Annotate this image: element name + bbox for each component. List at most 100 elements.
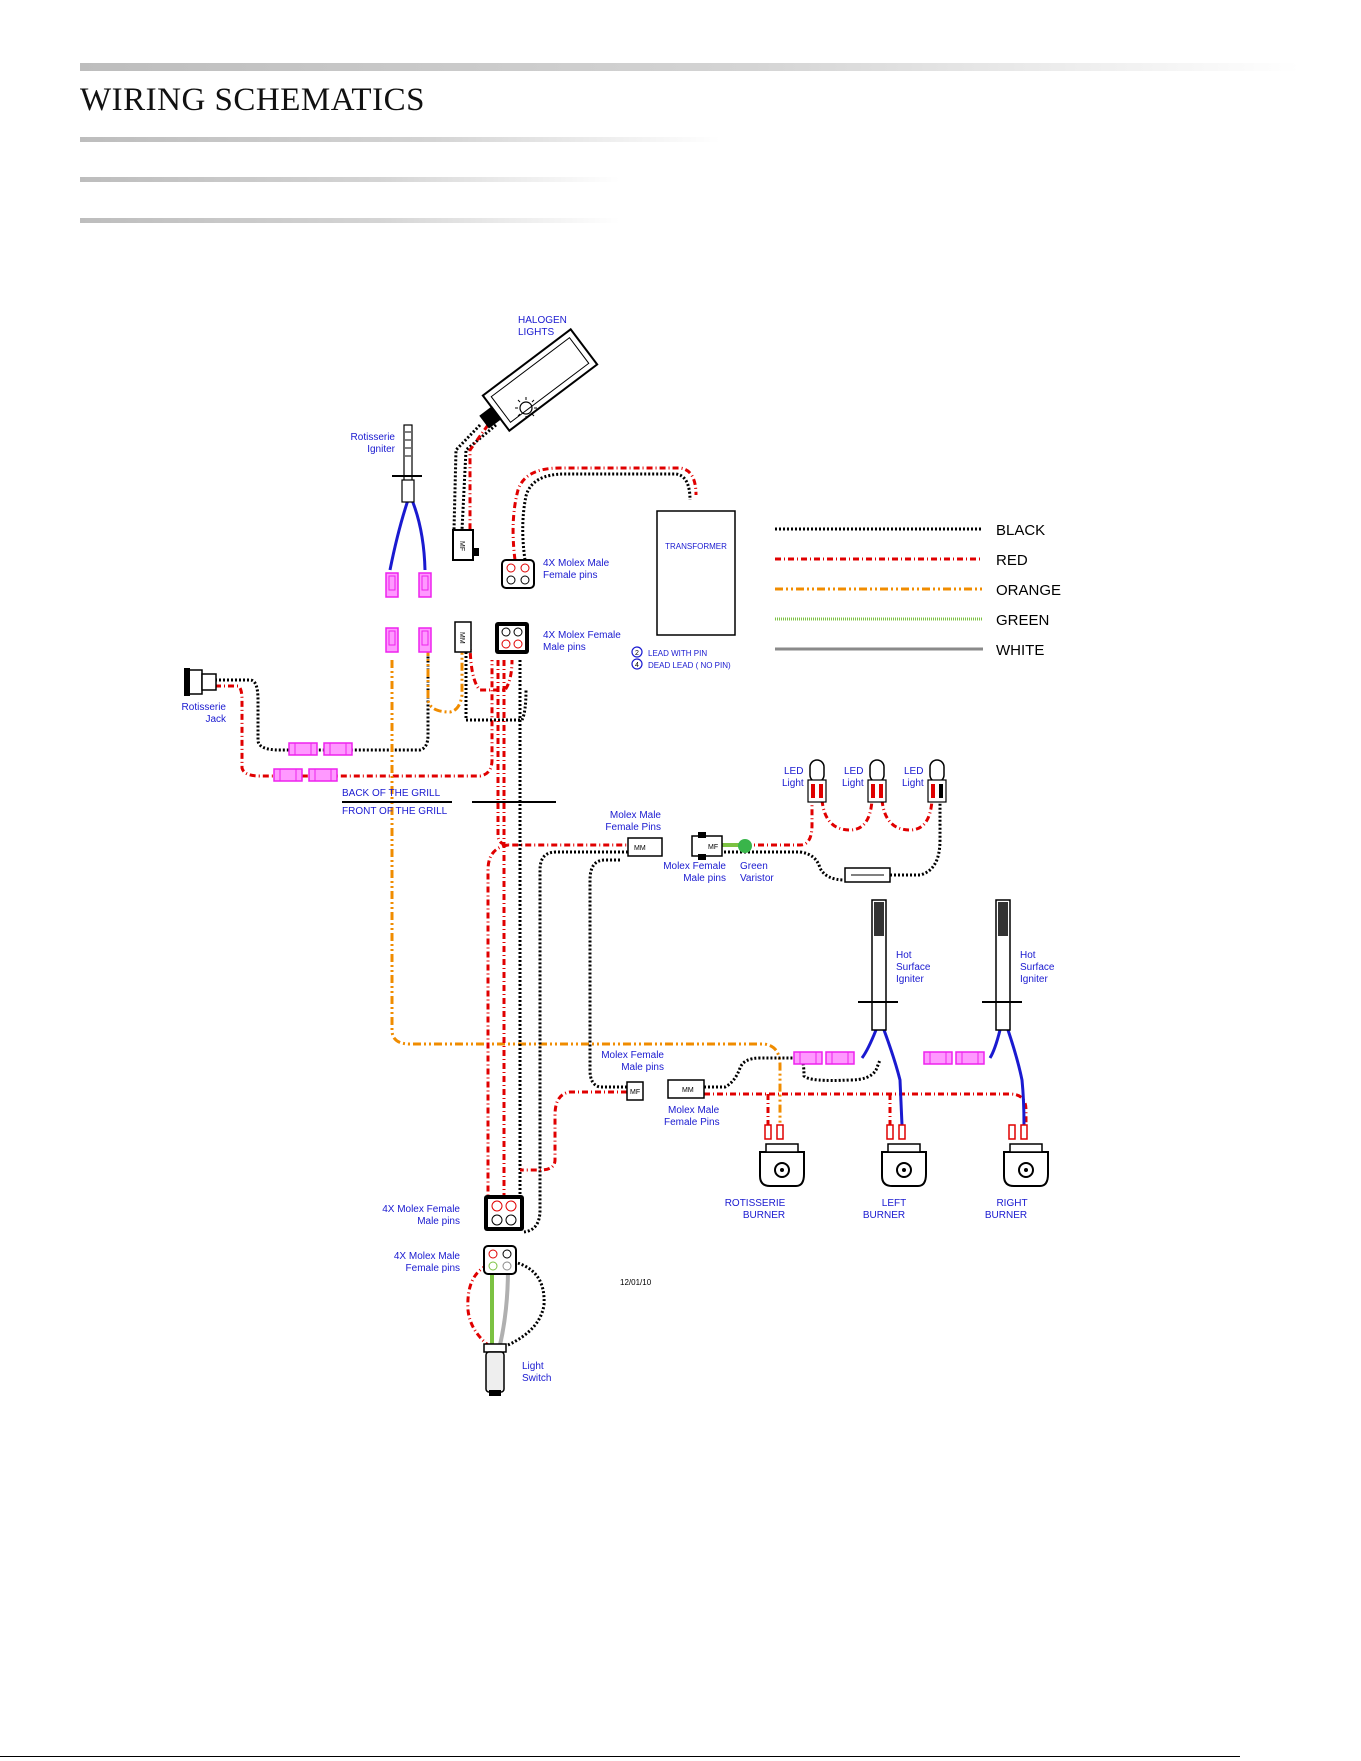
legend-label: ORANGE: [996, 582, 1061, 599]
blue-wire: [410, 499, 427, 571]
red-wire: [511, 466, 698, 561]
molex-4x-female-top: [495, 622, 529, 654]
rotisserie-burner: [759, 1143, 805, 1187]
wires: [215, 423, 1028, 1347]
blue-wire: [1006, 1029, 1026, 1126]
label-molex-female-mp: Molex Female: [663, 861, 726, 872]
valve-pins: [764, 1124, 1028, 1140]
label-hot-surface-igniter: Igniter: [896, 974, 924, 985]
white-wire: [498, 1267, 510, 1346]
spade-connector: [288, 742, 318, 756]
red-wire: [732, 800, 814, 847]
led-light: [867, 759, 887, 803]
connector-tag: MF: [630, 1089, 640, 1096]
rotisserie-igniter: [392, 424, 422, 503]
label-molex-female-bottom: Male pins: [417, 1216, 460, 1227]
green-varistor: [738, 839, 752, 853]
halogen-mf-plug: [452, 529, 479, 561]
spade-connector: [273, 768, 303, 782]
label-green-varistor: Green: [740, 861, 768, 872]
transformer: [656, 510, 736, 636]
black-wire: [523, 850, 628, 1234]
label-transformer: TRANSFORMER: [665, 542, 727, 551]
connector-tag: MF: [458, 541, 465, 551]
header-rule-top: [80, 63, 1300, 71]
label-molex-female-top: Male pins: [543, 642, 586, 653]
red-wire: [704, 1092, 1028, 1125]
rotisserie-jack: [184, 668, 217, 696]
label-date: 12/01/10: [620, 1278, 652, 1287]
connector-tag: MF: [708, 844, 718, 851]
red-wire: [215, 660, 494, 778]
sun-icon: [515, 397, 537, 419]
header-rule: [80, 177, 620, 182]
label-molex-female-mp: Male pins: [683, 873, 726, 884]
black-wire: [692, 850, 846, 882]
spade-connector: [418, 627, 432, 653]
spade-connector: [385, 572, 399, 598]
legend-label: BLACK: [996, 522, 1045, 539]
label-dead-lead: DEAD LEAD ( NO PIN): [648, 661, 731, 670]
spade-connector: [923, 1051, 953, 1065]
spade-connector: [793, 1051, 823, 1065]
spade-connector: [323, 742, 353, 756]
page-title: WIRING SCHEMATICS: [80, 82, 425, 118]
label-green-varistor: Varistor: [740, 873, 774, 884]
label-halogen: HALOGEN: [518, 315, 567, 326]
label-molex-male-bottom: 4X Molex Male: [394, 1251, 461, 1262]
mf-connector-center: [691, 832, 723, 860]
red-wire: [520, 1090, 627, 1172]
label-left-burner: BURNER: [863, 1210, 905, 1221]
label-molex-male-fp: Female Pins: [605, 822, 661, 833]
label-led: LED: [784, 766, 803, 777]
right-burner: [1003, 1143, 1049, 1187]
header-rule: [80, 218, 620, 223]
label-hot-surface-igniter: Surface: [1020, 962, 1055, 973]
pin-marker: [631, 658, 643, 670]
label-halogen: LIGHTS: [518, 327, 554, 338]
black-wire: [521, 472, 692, 561]
blue-wire: [882, 1029, 904, 1126]
led-light: [807, 759, 827, 803]
red-wire: [880, 799, 934, 832]
connector-tag: MM: [682, 1087, 694, 1094]
blue-wire: [988, 1029, 1002, 1059]
spade-connector: [955, 1051, 985, 1065]
spade-connector: [825, 1051, 855, 1065]
spade-connector: [385, 627, 399, 653]
orange-wire: [426, 640, 464, 714]
label-lead-with-pin: LEAD WITH PIN: [648, 649, 707, 658]
legend-label: WHITE: [996, 642, 1044, 659]
red-wire: [496, 660, 628, 847]
legend-label: RED: [996, 552, 1028, 569]
diagram-labels: HALOGEN LIGHTS Rotisserie Igniter 4X Mol…: [182, 315, 1061, 1384]
label-front-of-grill: FRONT OF THE GRILL: [342, 806, 448, 817]
label-molex-female-mid: Molex Female: [601, 1050, 664, 1061]
header-rule: [80, 137, 720, 142]
red-wire: [486, 843, 509, 1195]
red-wire: [820, 799, 874, 832]
label-left-burner: LEFT: [882, 1198, 906, 1209]
molex-4x-male-bottom: [483, 1245, 517, 1275]
label-molex-female-bottom: 4X Molex Female: [382, 1204, 460, 1215]
molex-4x-male-top: [501, 559, 535, 589]
pin-number: 4: [635, 662, 639, 669]
orange-wire: [390, 660, 782, 1125]
mm-connector-center: [627, 837, 663, 857]
connector-tag: MM: [458, 632, 465, 644]
hot-surface-igniter-right: [982, 899, 1022, 1031]
black-wire: [460, 423, 497, 531]
label-led: Light: [902, 778, 924, 789]
legend-label: GREEN: [996, 612, 1049, 629]
mm-connector-mid: [667, 1079, 705, 1099]
label-led: Light: [782, 778, 804, 789]
label-light-switch: Switch: [522, 1373, 551, 1384]
black-wire: [452, 423, 482, 531]
label-led: Light: [842, 778, 864, 789]
label-right-burner: BURNER: [985, 1210, 1027, 1221]
black-wire: [704, 1056, 882, 1089]
black-wire: [588, 858, 627, 1089]
molex-4x-female-bottom: [484, 1195, 524, 1231]
red-wire: [468, 424, 490, 530]
